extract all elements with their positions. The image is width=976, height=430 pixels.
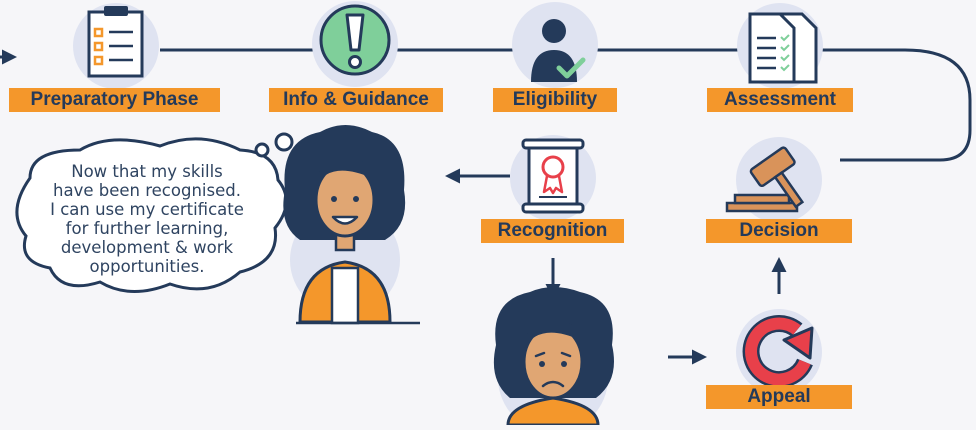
redo-arrow-icon: [736, 309, 822, 395]
step-label-preparatory-phase: Preparatory Phase: [9, 88, 220, 112]
certificate-icon: [510, 135, 596, 221]
thought-line: have been recognised.: [53, 181, 241, 200]
exclamation-icon: [312, 1, 398, 87]
checklist-icon: [73, 3, 159, 89]
sad-person-illustration: [493, 287, 614, 430]
step-label-info-guidance: Info & Guidance: [269, 88, 443, 112]
thought-line: I can use my certificate: [50, 200, 244, 219]
step-label-assessment: Assessment: [707, 88, 853, 112]
happy-person-illustration: [283, 125, 420, 325]
person-check-icon: [512, 2, 598, 88]
thought-line: for further learning,: [65, 219, 229, 238]
thought-line: development & work: [60, 238, 234, 257]
thought-bubble-text: Now that my skills have been recognised.…: [24, 162, 270, 276]
thought-bubble: [15, 132, 294, 294]
step-label-appeal: Appeal: [706, 385, 852, 409]
step-label-decision: Decision: [706, 219, 852, 243]
step-label-eligibility: Eligibility: [493, 88, 617, 112]
thought-line: opportunities.: [89, 257, 205, 276]
flow-connector: [160, 48, 972, 162]
thought-line: Now that my skills: [71, 162, 223, 181]
documents-icon: [737, 3, 823, 89]
gavel-icon: [725, 137, 822, 223]
step-label-recognition: Recognition: [481, 219, 624, 243]
